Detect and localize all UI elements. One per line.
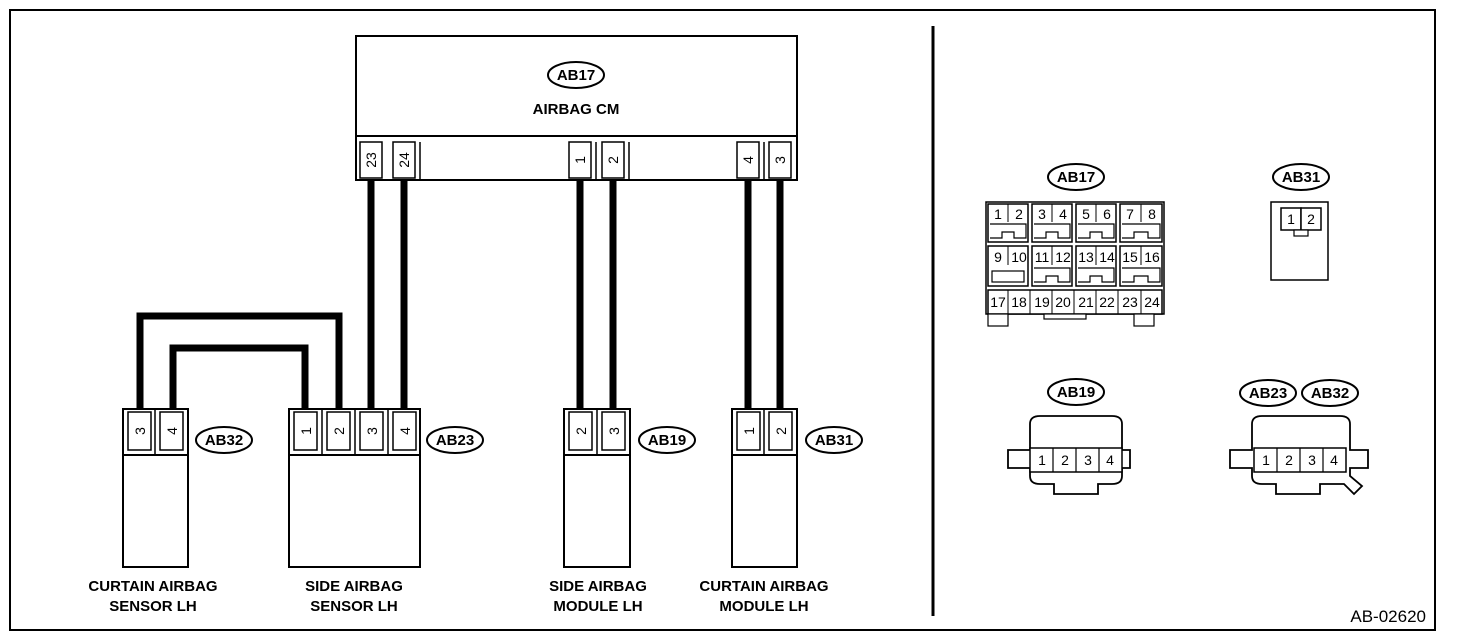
svg-text:4: 4 (1106, 452, 1114, 468)
svg-text:AB23: AB23 (1249, 385, 1287, 402)
cm-pin-label: 3 (772, 156, 788, 164)
svg-text:SIDE AIRBAG: SIDE AIRBAG (549, 578, 647, 595)
svg-text:AB17: AB17 (1057, 169, 1095, 186)
svg-text:3: 3 (1084, 452, 1092, 468)
ab17-pin-number: 9 (994, 249, 1002, 265)
curtain-airbag-module: 1 2 AB31 CURTAIN AIRBAG MODULE LH (699, 408, 863, 615)
component-tag: AB19 (648, 432, 686, 449)
ab17-pin-number: 11 (1035, 249, 1050, 265)
ab17-pin-number: 18 (1011, 294, 1027, 310)
ab17-pin-number: 1 (994, 206, 1002, 222)
ab17-pin-number: 6 (1103, 206, 1111, 222)
svg-text:1: 1 (298, 427, 314, 435)
svg-text:1: 1 (741, 427, 757, 435)
connector-view-ab23-ab32: AB23 AB32 1 2 3 4 (1229, 379, 1369, 496)
side-airbag-module: 2 3 AB19 SIDE AIRBAG MODULE LH (549, 408, 696, 615)
svg-text:1: 1 (1038, 452, 1046, 468)
diagram-frame (9, 9, 1436, 631)
svg-text:3: 3 (132, 427, 148, 435)
cm-pin-label: 24 (396, 152, 412, 168)
ab17-pin-number: 10 (1011, 249, 1027, 265)
ab17-pin-number: 7 (1126, 206, 1134, 222)
component-tag: AB31 (815, 432, 853, 449)
svg-text:4: 4 (1330, 452, 1338, 468)
svg-text:2: 2 (573, 427, 589, 435)
svg-text:AB17: AB17 (557, 67, 595, 84)
ab17-pin-number: 20 (1055, 294, 1071, 310)
ab17-pin-number: 19 (1034, 294, 1050, 310)
svg-text:3: 3 (1308, 452, 1316, 468)
svg-text:SENSOR LH: SENSOR LH (109, 598, 197, 615)
ab17-pin-number: 15 (1122, 249, 1138, 265)
cm-pin-cell (359, 141, 383, 179)
svg-text:SIDE AIRBAG: SIDE AIRBAG (305, 578, 403, 595)
wire-curtainsensor4-sidesensor1 (169, 344, 309, 410)
cm-pin-cell (568, 141, 592, 179)
ab17-pin-number: 12 (1055, 249, 1071, 265)
svg-text:4: 4 (397, 427, 413, 435)
svg-text:MODULE LH: MODULE LH (719, 598, 808, 615)
svg-text:1: 1 (1262, 452, 1270, 468)
cm-pin-cell (768, 141, 792, 179)
svg-text:AB31: AB31 (1282, 169, 1320, 186)
svg-text:CURTAIN AIRBAG: CURTAIN AIRBAG (88, 578, 217, 595)
ab17-pin-number: 17 (990, 294, 1006, 310)
svg-text:AB32: AB32 (1311, 385, 1349, 402)
cm-pin-cell (736, 141, 760, 179)
ab17-pin-number: 3 (1038, 206, 1046, 222)
connector-view-ab31: AB31 1 2 (1270, 163, 1330, 281)
ab17-pin-number: 24 (1144, 294, 1160, 310)
diagram-reference: AB-02620 (1350, 607, 1426, 626)
cm-label: AIRBAG CM (533, 101, 620, 118)
svg-text:AB19: AB19 (1057, 384, 1095, 401)
ab17-pin-number: 16 (1144, 249, 1160, 265)
cm-pin-label: 2 (605, 156, 621, 164)
svg-text:2: 2 (1307, 211, 1315, 227)
ab17-pin-number: 2 (1015, 206, 1023, 222)
cm-pin-cell (392, 141, 416, 179)
ab17-pin-number: 13 (1078, 249, 1094, 265)
ab17-pin-number: 5 (1082, 206, 1090, 222)
cm-tag: AB17 (547, 61, 605, 89)
ab17-pin-number: 8 (1148, 206, 1156, 222)
ab17-pin-number: 23 (1122, 294, 1138, 310)
svg-text:1: 1 (1287, 211, 1295, 227)
ab17-pin-number: 21 (1078, 294, 1094, 310)
ab17-pin-number: 22 (1099, 294, 1115, 310)
svg-text:MODULE LH: MODULE LH (553, 598, 642, 615)
svg-text:4: 4 (164, 427, 180, 435)
component-tag: AB23 (436, 432, 474, 449)
connector-view-ab17: AB17 (985, 163, 1165, 327)
ab17-pin-number: 14 (1099, 249, 1115, 265)
cm-pin-label: 1 (572, 156, 588, 164)
airbag-control-module: AB17 AIRBAG CM 23 24 1 2 4 3 (355, 35, 798, 181)
svg-text:2: 2 (1061, 452, 1069, 468)
wires (136, 180, 784, 410)
svg-text:SENSOR LH: SENSOR LH (310, 598, 398, 615)
wire-curtainsensor3-sidesensor2 (136, 312, 343, 410)
cm-pin-label: 4 (740, 156, 756, 164)
ab17-pin-number: 4 (1059, 206, 1067, 222)
svg-text:CURTAIN AIRBAG: CURTAIN AIRBAG (699, 578, 828, 595)
cm-pin-cell (601, 141, 625, 179)
curtain-airbag-sensor: 3 4 AB32 CURTAIN AIRBAG SENSOR LH (88, 408, 253, 615)
svg-text:2: 2 (331, 427, 347, 435)
cm-pin-label: 23 (363, 152, 379, 168)
svg-text:2: 2 (773, 427, 789, 435)
svg-text:2: 2 (1285, 452, 1293, 468)
component-tag: AB32 (205, 432, 243, 449)
svg-text:3: 3 (364, 427, 380, 435)
side-airbag-sensor: 1 2 3 4 AB23 SIDE AIRBAG SENSOR LH (288, 408, 484, 615)
connector-view-ab19: AB19 1 2 3 4 (1007, 378, 1131, 495)
svg-text:3: 3 (606, 427, 622, 435)
